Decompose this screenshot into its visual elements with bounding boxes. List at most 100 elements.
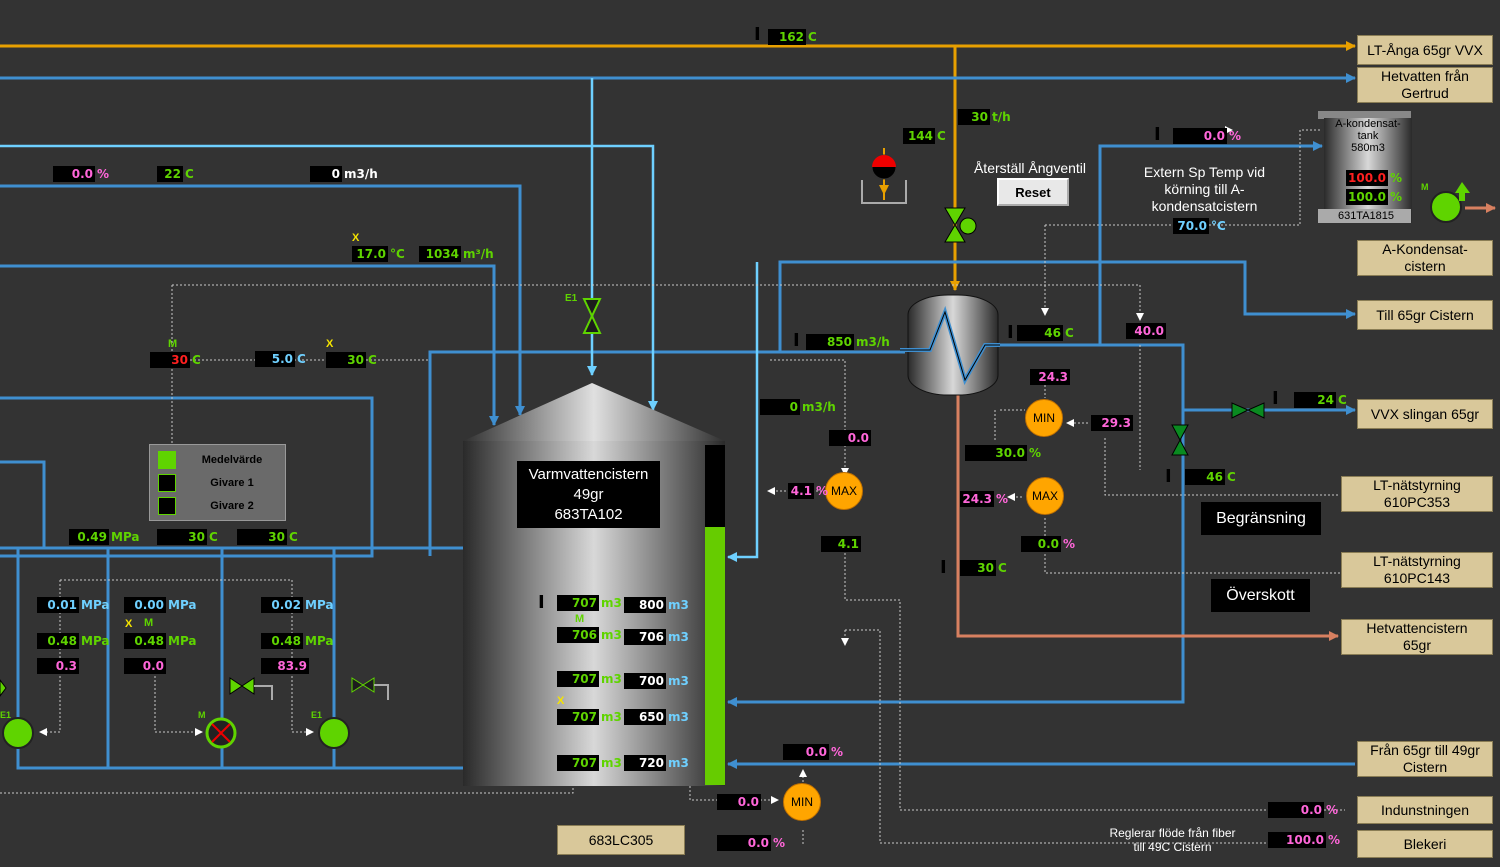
value-number: 22 xyxy=(157,166,183,182)
value-unit: m3/h xyxy=(344,167,378,181)
min-block-2[interactable]: MIN xyxy=(783,783,821,821)
value-unit: % xyxy=(1229,129,1242,143)
legend-label-g2: Givare 2 xyxy=(210,500,254,512)
value-x839: 83.9 xyxy=(261,658,311,674)
value-unit: m3 xyxy=(601,756,622,770)
value-number: 707 xyxy=(557,709,599,725)
tag-x-4: X xyxy=(557,695,565,707)
max-block-2[interactable]: MAX xyxy=(1026,477,1064,515)
value-unit: m3/h xyxy=(856,335,890,349)
value-number: 0 xyxy=(310,166,342,182)
value-number: 0.0 xyxy=(783,744,829,760)
value-unit: m3 xyxy=(668,710,689,724)
dest-a-kondensat[interactable]: A-Kondensat-cistern xyxy=(1357,240,1493,276)
valves xyxy=(0,207,1265,700)
value-number: 700 xyxy=(624,673,666,689)
value-number: 650 xyxy=(624,709,666,725)
dest-vvx-slingan[interactable]: VVX slingan 65gr xyxy=(1357,399,1493,429)
hot-water-lines xyxy=(0,73,1356,770)
value-number: 0.0 xyxy=(829,430,871,446)
value-max-low: 4.1 xyxy=(821,536,863,552)
value-number: 24 xyxy=(1294,392,1336,408)
value-v243p: 24.3% xyxy=(960,491,1008,507)
value-unit: MPa xyxy=(81,634,110,648)
steam-line xyxy=(0,41,1356,291)
dest-blekeri[interactable]: Blekeri xyxy=(1357,830,1493,858)
value-unit: % xyxy=(816,484,829,498)
begransning-label: Begränsning xyxy=(1201,502,1321,535)
value-unit: MPa xyxy=(81,598,110,612)
value-number: 30 xyxy=(237,529,287,545)
value-unit: % xyxy=(1328,833,1341,847)
legend-swatch-mean xyxy=(158,451,176,469)
value-unit: m3 xyxy=(601,710,622,724)
dest-683lc305[interactable]: 683LC305 xyxy=(557,825,685,855)
dest-indunstningen[interactable]: Indunstningen xyxy=(1357,796,1493,824)
heat-exchanger xyxy=(900,294,1000,396)
value-unit: °C xyxy=(390,247,405,261)
value-number: 162 xyxy=(768,29,806,45)
value-unit: C xyxy=(1065,326,1074,340)
value-x00: 0.0 xyxy=(124,658,168,674)
value-number: 83.9 xyxy=(261,658,309,674)
value-number: 30 xyxy=(157,529,207,545)
value-number: 17.0 xyxy=(352,246,388,262)
atank-tag: 631TA1815 xyxy=(1337,210,1395,222)
indicator-i: I xyxy=(754,24,761,45)
indicator-i: I xyxy=(1154,124,1161,145)
tag-m-4: M xyxy=(198,710,206,720)
value-number: 0.49 xyxy=(69,529,109,545)
pumps xyxy=(2,182,1470,749)
indicator-i: I xyxy=(538,592,545,613)
hot-water-tank xyxy=(463,383,725,786)
value-min-top: 0.0% xyxy=(783,744,843,760)
tag-m-5: M xyxy=(1421,182,1429,192)
value-unit: C xyxy=(998,561,1007,575)
value-unit: C xyxy=(289,530,298,544)
tag-e1-2: E1 xyxy=(311,710,323,720)
value-unit: % xyxy=(1326,803,1339,817)
value-number: 40.0 xyxy=(1126,323,1166,339)
value-unit: % xyxy=(773,836,786,850)
value-number: 0.48 xyxy=(124,633,166,649)
value-number: 800 xyxy=(624,597,666,613)
min-block-1[interactable]: MIN xyxy=(1025,399,1063,437)
dest-lt-anga[interactable]: LT-Ånga 65gr VVX xyxy=(1357,35,1493,65)
value-number: 0.0 xyxy=(1173,128,1227,144)
value-v300: 30.0% xyxy=(965,445,1041,461)
value-unit: % xyxy=(831,745,844,759)
value-number: 30 xyxy=(960,560,996,576)
value-v400: 40.0 xyxy=(1126,323,1168,339)
reset-button[interactable]: Reset xyxy=(997,178,1069,206)
value-number: 0.01 xyxy=(37,597,79,613)
value-max-out: 4.1% xyxy=(788,483,828,499)
reglerar-text: Reglerar flöde från fiber till 49C Ciste… xyxy=(1109,826,1236,854)
legend-label-mean: Medelvärde xyxy=(201,454,263,466)
value-unit: C xyxy=(937,129,946,143)
indicator-i: I xyxy=(1272,388,1279,409)
value-number: 0.0 xyxy=(717,794,761,810)
max-block-1[interactable]: MAX xyxy=(825,472,863,510)
value-indun: 0.0% xyxy=(1268,802,1338,818)
value-number: 70.0 xyxy=(1173,218,1209,234)
dest-till-65[interactable]: Till 65gr Cistern xyxy=(1357,300,1493,330)
value-number: 4.1 xyxy=(821,536,861,552)
value-pct-kond: 0.0% xyxy=(1173,128,1241,144)
value-number: 0.0 xyxy=(1268,802,1324,818)
value-v293: 29.3 xyxy=(1091,415,1135,431)
atank-value-2: 100.0% xyxy=(1346,189,1402,205)
